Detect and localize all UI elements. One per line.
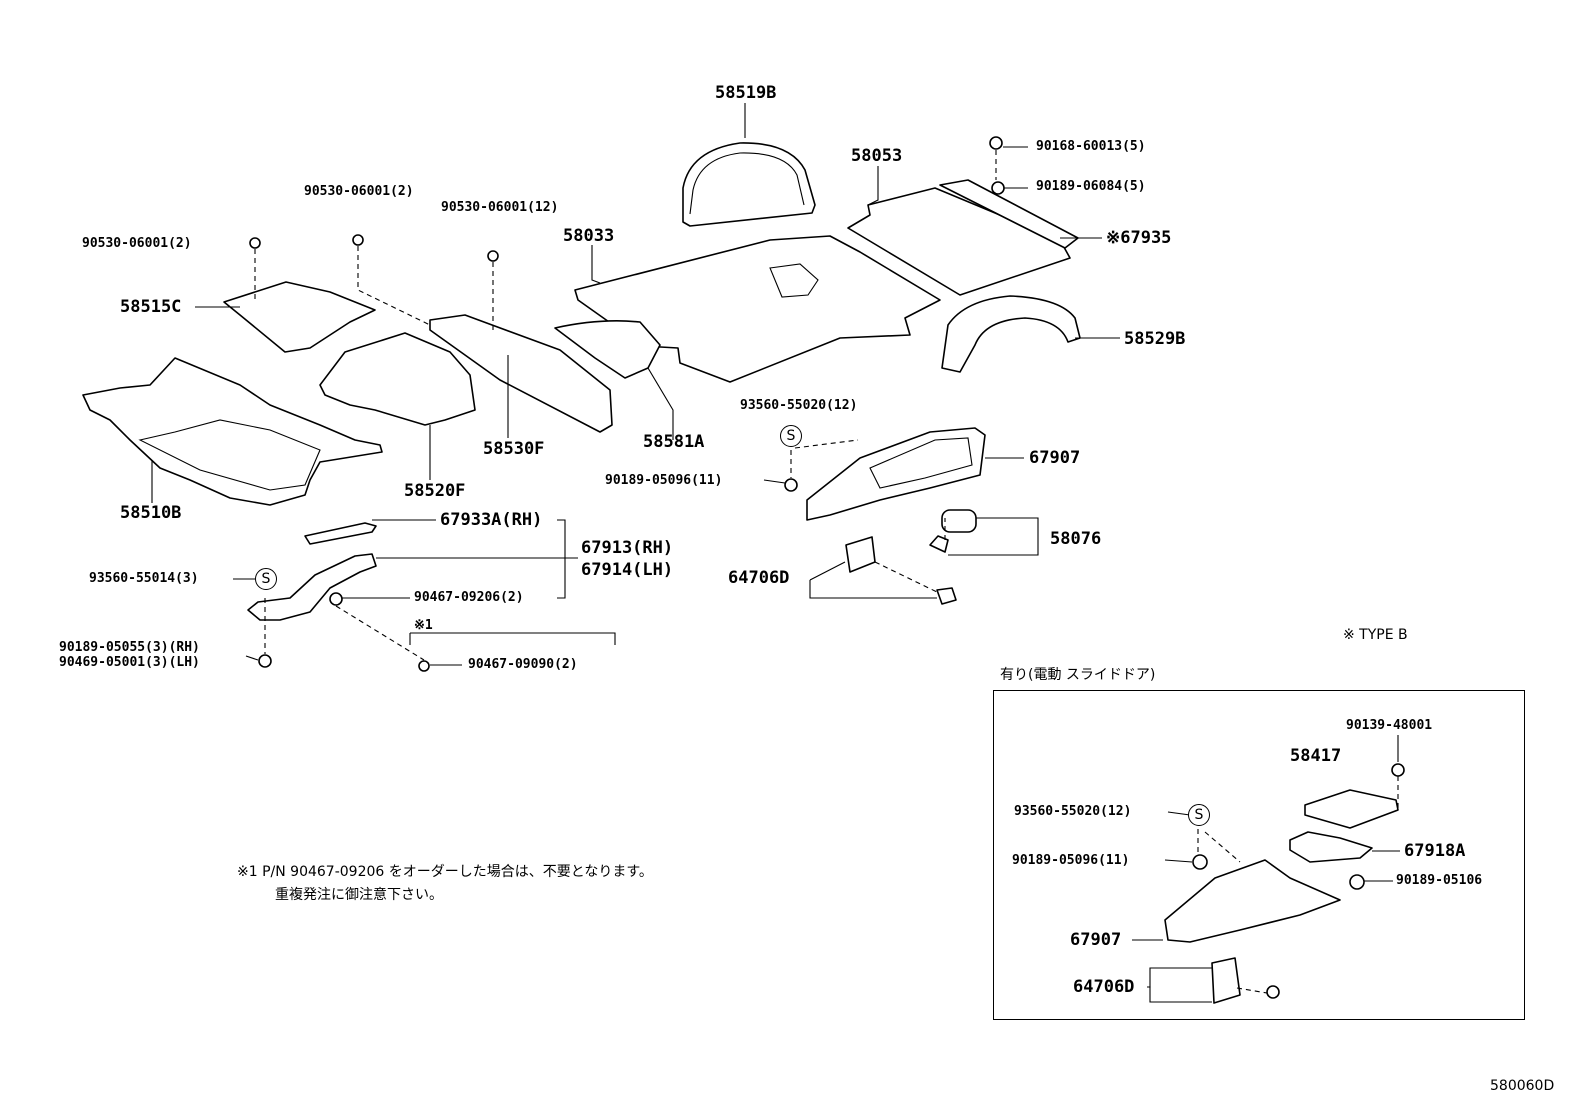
part-58515c (223, 281, 376, 353)
footnote-line-2: 重複発注に御注意下さい。 (275, 887, 443, 903)
s-mark-symbol: S (255, 568, 277, 590)
label-67913: 67913(RH) (581, 538, 674, 558)
label-b-58417: 58417 (1290, 746, 1342, 766)
label-b-90139-48001: 90139-48001 (1346, 718, 1433, 733)
label-58529b: 58529B (1124, 329, 1186, 349)
part-58530f (429, 314, 613, 433)
label-b-90189-05106: 90189-05106 (1396, 873, 1483, 888)
label-90189-05055: 90189-05055(3)(RH) (59, 640, 200, 655)
label-93560-55020: 93560-55020(12) (740, 398, 858, 413)
part-67913 (247, 553, 377, 621)
label-90467-09206: 90467-09206(2) (414, 590, 524, 605)
label-64706d: 64706D (728, 568, 790, 588)
label-67933a: 67933A(RH) (440, 510, 543, 530)
label-90469-05001: 90469-05001(3)(LH) (59, 655, 200, 670)
typeb-part-64706d (1211, 957, 1241, 1004)
label-58581a: 58581A (643, 432, 705, 452)
part-58520f (319, 332, 476, 426)
type-b-caption: ※ TYPE B (1343, 627, 1408, 643)
label-67914: 67914(LH) (581, 560, 674, 580)
part-58529b (941, 295, 1081, 373)
s-mark-symbol: S (1188, 804, 1210, 826)
label-b-90189-05096: 90189-05096(11) (1012, 853, 1130, 868)
typeb-part-58417 (1304, 789, 1399, 829)
label-b-67907: 67907 (1070, 930, 1122, 950)
label-90189-06084: 90189-06084(5) (1036, 179, 1146, 194)
label-58053: 58053 (851, 146, 903, 166)
diagram-id: 580060D (1490, 1078, 1555, 1094)
typeb-part-67918a (1289, 831, 1373, 863)
label-67907: 67907 (1029, 448, 1081, 468)
label-90530-06001-12: 90530-06001(12) (441, 200, 559, 215)
label-90530-06001-2b: 90530-06001(2) (82, 236, 192, 251)
label-b-67918a: 67918A (1404, 841, 1466, 861)
s-mark-symbol: S (780, 425, 802, 447)
label-90467-09090: 90467-09090(2) (468, 657, 578, 672)
type-b-inset-box (993, 690, 1525, 1020)
part-67933a (304, 522, 377, 545)
label-note-x1: ※1 (414, 618, 433, 633)
label-58076: 58076 (1050, 529, 1102, 549)
footnote-line-1: ※1 P/N 90467-09206 をオーダーした場合は、不要となります。 (237, 864, 653, 880)
label-93560-55014: 93560-55014(3) (89, 571, 199, 586)
label-90189-05096: 90189-05096(11) (605, 473, 723, 488)
part-58581a (554, 320, 661, 379)
label-67935: ※67935 (1106, 228, 1172, 248)
part-64706d (845, 536, 876, 573)
label-58520f: 58520F (404, 481, 466, 501)
label-b-93560-55020: 93560-55020(12) (1014, 804, 1132, 819)
part-58076 (941, 509, 977, 533)
type-b-header: 有り(電動 スライドドア) (1000, 667, 1156, 683)
label-58515c: 58515C (120, 297, 182, 317)
label-58530f: 58530F (483, 439, 545, 459)
label-b-64706d: 64706D (1073, 977, 1135, 997)
label-58510b: 58510B (120, 503, 182, 523)
label-58519b: 58519B (715, 83, 777, 103)
label-58033: 58033 (563, 226, 615, 246)
typeb-part-67907 (1164, 859, 1341, 943)
label-90168-60013: 90168-60013(5) (1036, 139, 1146, 154)
label-90530-06001-2a: 90530-06001(2) (304, 184, 414, 199)
